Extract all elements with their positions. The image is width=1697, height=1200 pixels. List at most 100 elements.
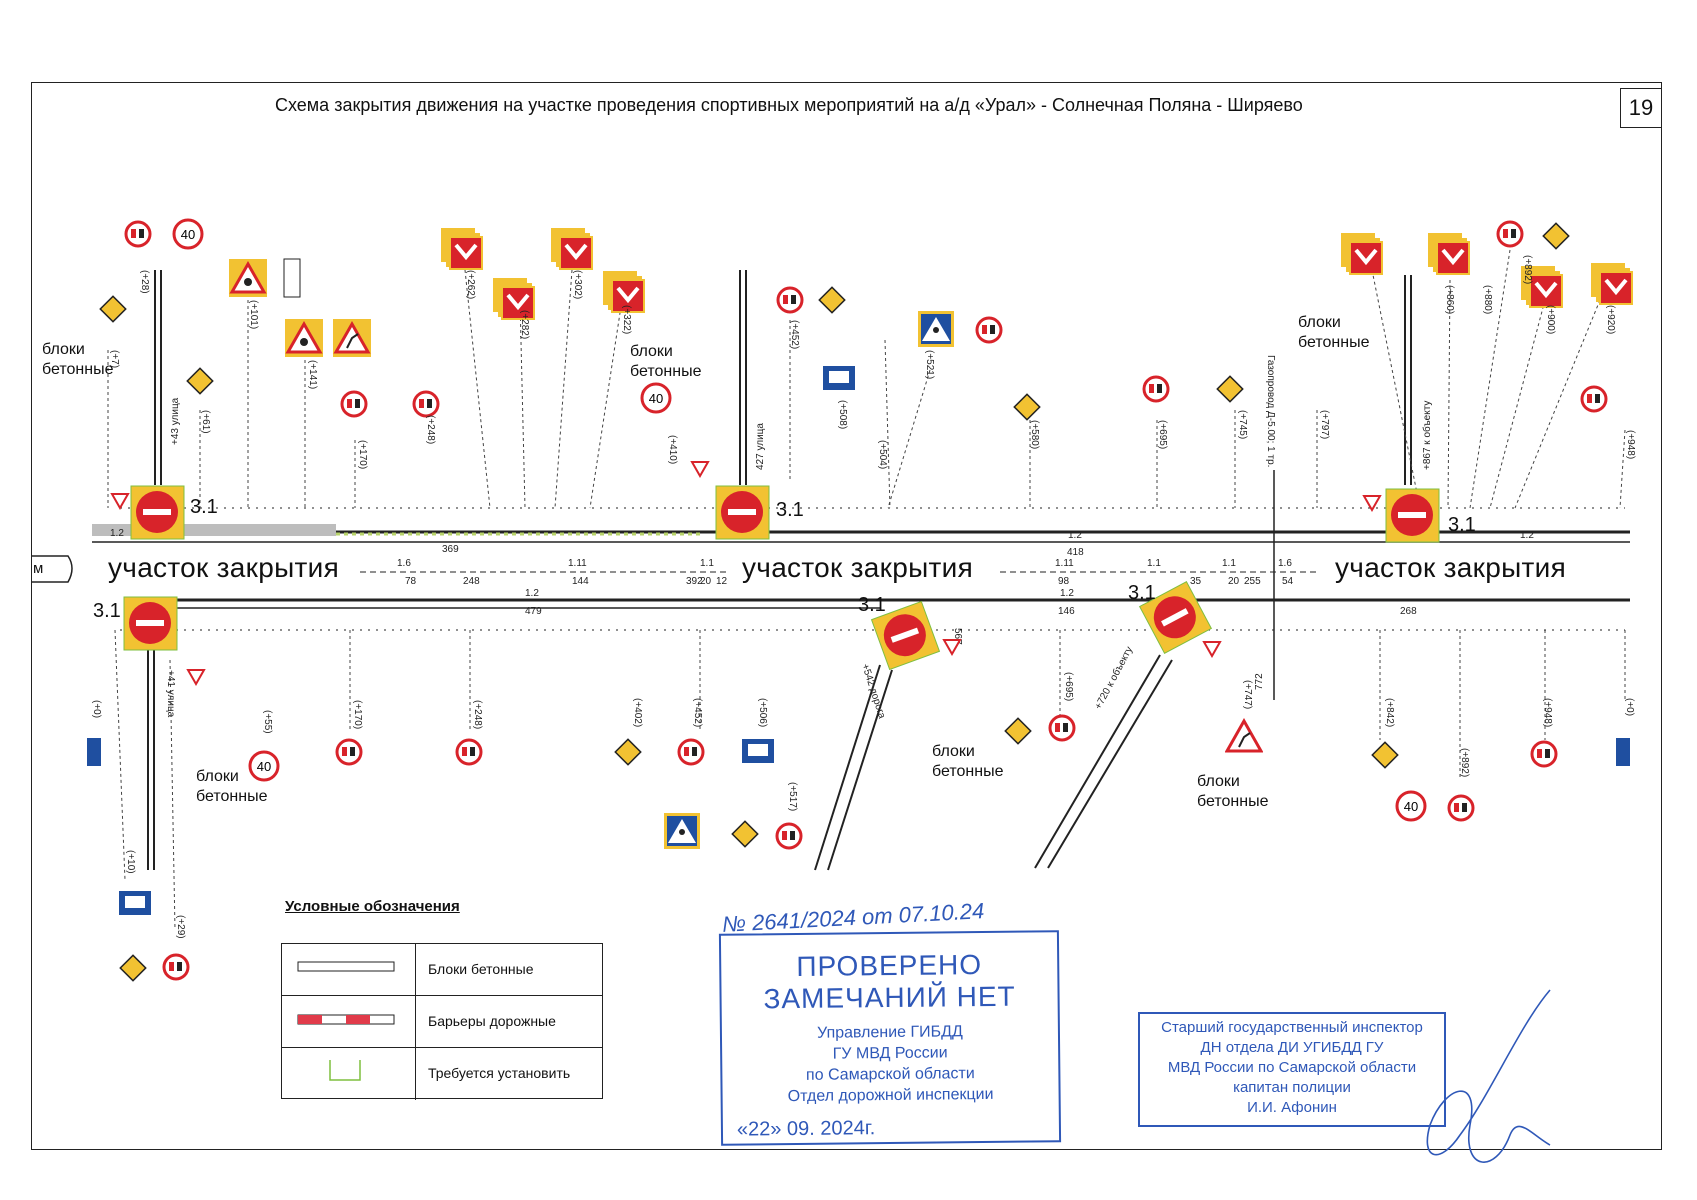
children-warning-icon [285, 319, 323, 357]
no-overtaking-icon [1530, 740, 1558, 768]
svg-text:12: 12 [716, 576, 728, 587]
no-overtaking-icon [1142, 375, 1170, 403]
chevron-turn-icon [551, 228, 593, 270]
give-way-icon [942, 639, 962, 656]
speed-limit-icon: 40 [640, 382, 672, 414]
no-overtaking-icon [340, 390, 368, 418]
give-way-icon [690, 461, 710, 478]
km-post-icon [1616, 738, 1630, 766]
km-post-icon [87, 738, 101, 766]
svg-text:1.2: 1.2 [1068, 530, 1082, 541]
svg-text:268: 268 [1400, 606, 1417, 617]
signature-icon [1426, 989, 1551, 1163]
chevron-turn-icon [493, 278, 535, 320]
svg-text:98: 98 [1058, 576, 1070, 587]
svg-text:427 улица: 427 улица [755, 423, 766, 470]
svg-text:40: 40 [1404, 799, 1418, 814]
no-overtaking-icon [335, 738, 363, 766]
no-overtaking-icon [1447, 794, 1475, 822]
svg-text:1.11: 1.11 [1055, 558, 1074, 569]
legend-item-blocks: Блоки бетонные [428, 961, 534, 977]
no-overtaking-icon [776, 286, 804, 314]
legend-row: Барьеры дорожные [282, 996, 602, 1048]
no-overtaking-icon [412, 390, 440, 418]
give-way-icon [1202, 641, 1222, 658]
legend-row: Требуется установить [282, 1048, 602, 1100]
pipeline-label: Газопровод Д-5.00; 1 тр. [1265, 355, 1276, 467]
concrete-blocks-label: блоки бетонные [1197, 773, 1269, 810]
len-369: 369 [442, 544, 459, 555]
left-edge-label: м [33, 560, 44, 577]
bus-stop-icon [742, 739, 774, 763]
speed-limit-icon: 40 [248, 750, 280, 782]
concrete-blocks-label: блоки бетонные [932, 743, 1004, 780]
svg-text:+542 дорога: +542 дорога [859, 663, 887, 721]
no-overtaking-icon [677, 738, 705, 766]
marking-3-1: 3.1 [1448, 514, 1476, 536]
concrete-blocks-label: блоки бетонные [1298, 314, 1370, 351]
stamp-line2: ЗАМЕЧАНИЙ НЕТ [763, 980, 1016, 1015]
concrete-blocks-strip [92, 524, 336, 536]
no-entry-sign-3 [1385, 488, 1440, 543]
chevron-turn-icon [1591, 263, 1633, 305]
svg-text:20: 20 [1228, 576, 1240, 587]
no-overtaking-icon [455, 738, 483, 766]
inspector-line: МВД России по Самарской области [1167, 1059, 1417, 1076]
svg-text:78: 78 [405, 576, 417, 587]
svg-text:1.6: 1.6 [1278, 558, 1292, 569]
svg-text:392: 392 [686, 576, 703, 587]
svg-text:479: 479 [525, 606, 542, 617]
no-entry-sign-4 [123, 596, 178, 651]
no-overtaking-icon [124, 220, 152, 248]
legend-table: Блоки бетонные Барьеры дорожные Требуетс… [281, 943, 603, 1100]
no-overtaking-icon [775, 822, 803, 850]
inspector-line: ДН отдела ДИ УГИБДД ГУ [1200, 1039, 1384, 1056]
closure-zone-label-1: участок закрытия [108, 552, 340, 583]
priority-road-icon [1542, 222, 1570, 250]
svg-text:1.1: 1.1 [700, 558, 714, 569]
approval-stamp: ПРОВЕРЕНО ЗАМЕЧАНИЙ НЕТ Управление ГИБДД… [718, 930, 1062, 1146]
no-overtaking-icon [1048, 714, 1076, 742]
priority-road-icon [1371, 741, 1399, 769]
closure-zone-label-2: участок закрытия [742, 552, 974, 583]
marking-3-1: 3.1 [1128, 582, 1156, 604]
priority-road-icon [818, 286, 846, 314]
bus-stop-icon [823, 366, 855, 390]
svg-text:40: 40 [181, 227, 195, 242]
svg-text:35: 35 [1190, 576, 1202, 587]
stamp-org: Отдел дорожной инспекции [787, 1085, 994, 1106]
distance-plate-icon [283, 258, 301, 298]
concrete-blocks-label: блоки бетонные [196, 768, 268, 805]
svg-text:1.2: 1.2 [525, 588, 539, 599]
left-end-cap [32, 555, 73, 583]
children-warning-icon [229, 259, 267, 297]
pedestrian-crossing-icon [664, 813, 700, 849]
legend-title: Условные обозначения [285, 898, 460, 915]
priority-road-icon [1216, 375, 1244, 403]
svg-text:146: 146 [1058, 606, 1075, 617]
speed-limit-icon: 40 [172, 218, 204, 250]
svg-text:+867 к объекту: +867 к объекту [1421, 401, 1433, 470]
bus-stop-icon [119, 891, 151, 915]
concrete-blocks-label: блоки бетонные [630, 343, 702, 380]
svg-text:1.2: 1.2 [110, 528, 124, 539]
chevron-turn-icon [1521, 266, 1563, 308]
svg-text:1.6: 1.6 [397, 558, 411, 569]
drawing-frame [31, 82, 1662, 1150]
chevron-turn-icon [603, 271, 645, 313]
give-way-icon [110, 493, 130, 510]
legend-row: Блоки бетонные [282, 944, 602, 996]
chainage-leaders [107, 249, 1626, 509]
svg-text:1.1: 1.1 [1222, 558, 1236, 569]
svg-text:1.2: 1.2 [1520, 530, 1534, 541]
chevron-turn-icon [441, 228, 483, 270]
priority-road-icon [1004, 717, 1032, 745]
no-entry-sign-2 [715, 485, 770, 540]
svg-text:1.2: 1.2 [1060, 588, 1074, 599]
marking-3-1: 3.1 [776, 499, 804, 521]
scheme-title-text: Схема закрытия движения на участке прове… [275, 95, 1303, 115]
give-way-icon [186, 669, 206, 686]
page-number: 19 [1620, 88, 1662, 128]
